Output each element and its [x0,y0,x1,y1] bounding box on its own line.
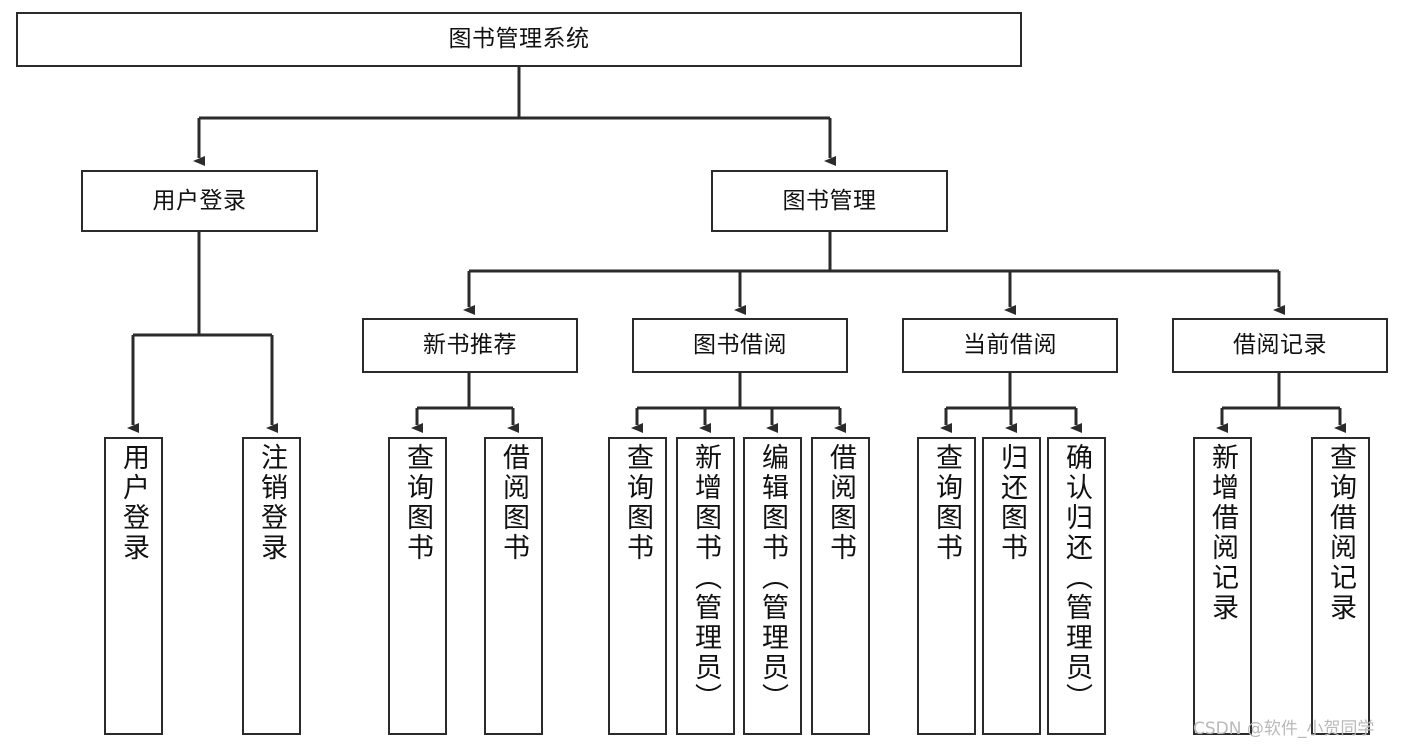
node-user-login-label: 用户登录 [152,187,247,214]
node-leaf-confirm-return-label: 确认归还（管理员） [1061,443,1092,713]
node-leaf-user-login-label: 用户登录 [118,443,149,563]
node-borrow-record-label: 借阅记录 [1233,332,1327,359]
node-leaf-query-book-1-label: 查询图书 [402,443,433,563]
watermark: CSDN @软件_小贺同学 [1193,719,1375,739]
node-borrow-record[interactable]: 借阅记录 [1172,318,1388,373]
node-leaf-edit-book-label: 编辑图书（管理员） [757,443,788,713]
node-new-book-rec-label: 新书推荐 [423,332,517,359]
node-leaf-query-book-3-label: 查询图书 [931,443,962,563]
node-leaf-query-book-2[interactable]: 查询图书 [608,437,667,735]
node-leaf-add-book-label: 新增图书（管理员） [690,443,721,713]
node-leaf-return-book[interactable]: 归还图书 [982,437,1041,735]
node-leaf-logout-label: 注销登录 [256,443,287,563]
node-book-manage-label: 图书管理 [782,187,877,214]
node-leaf-borrow-book-1[interactable]: 借阅图书 [484,437,543,735]
node-leaf-logout[interactable]: 注销登录 [242,437,301,735]
node-root[interactable]: 图书管理系统 [16,12,1022,67]
node-leaf-add-record-label: 新增借阅记录 [1207,443,1238,623]
node-leaf-borrow-book-2-label: 借阅图书 [825,443,856,563]
node-leaf-return-book-label: 归还图书 [996,443,1027,563]
node-new-book-rec[interactable]: 新书推荐 [362,318,578,373]
node-leaf-query-record-label: 查询借阅记录 [1325,443,1356,623]
node-leaf-borrow-book-1-label: 借阅图书 [498,443,529,563]
node-leaf-borrow-book-2[interactable]: 借阅图书 [811,437,870,735]
node-user-login[interactable]: 用户登录 [81,170,318,232]
node-leaf-query-book-2-label: 查询图书 [622,443,653,563]
node-book-borrow-label: 图书借阅 [693,332,787,359]
node-leaf-query-book-1[interactable]: 查询图书 [388,437,447,735]
node-leaf-add-record[interactable]: 新增借阅记录 [1193,437,1252,735]
node-book-borrow[interactable]: 图书借阅 [632,318,848,373]
node-current-borrow-label: 当前借阅 [963,332,1057,359]
node-current-borrow[interactable]: 当前借阅 [902,318,1118,373]
node-leaf-user-login[interactable]: 用户登录 [104,437,163,735]
node-book-manage[interactable]: 图书管理 [711,170,948,232]
node-leaf-add-book[interactable]: 新增图书（管理员） [676,437,735,735]
node-leaf-query-record[interactable]: 查询借阅记录 [1311,437,1370,735]
node-leaf-query-book-3[interactable]: 查询图书 [917,437,976,735]
node-leaf-edit-book[interactable]: 编辑图书（管理员） [743,437,802,735]
node-leaf-confirm-return[interactable]: 确认归还（管理员） [1047,437,1106,735]
node-root-label: 图书管理系统 [448,26,590,53]
